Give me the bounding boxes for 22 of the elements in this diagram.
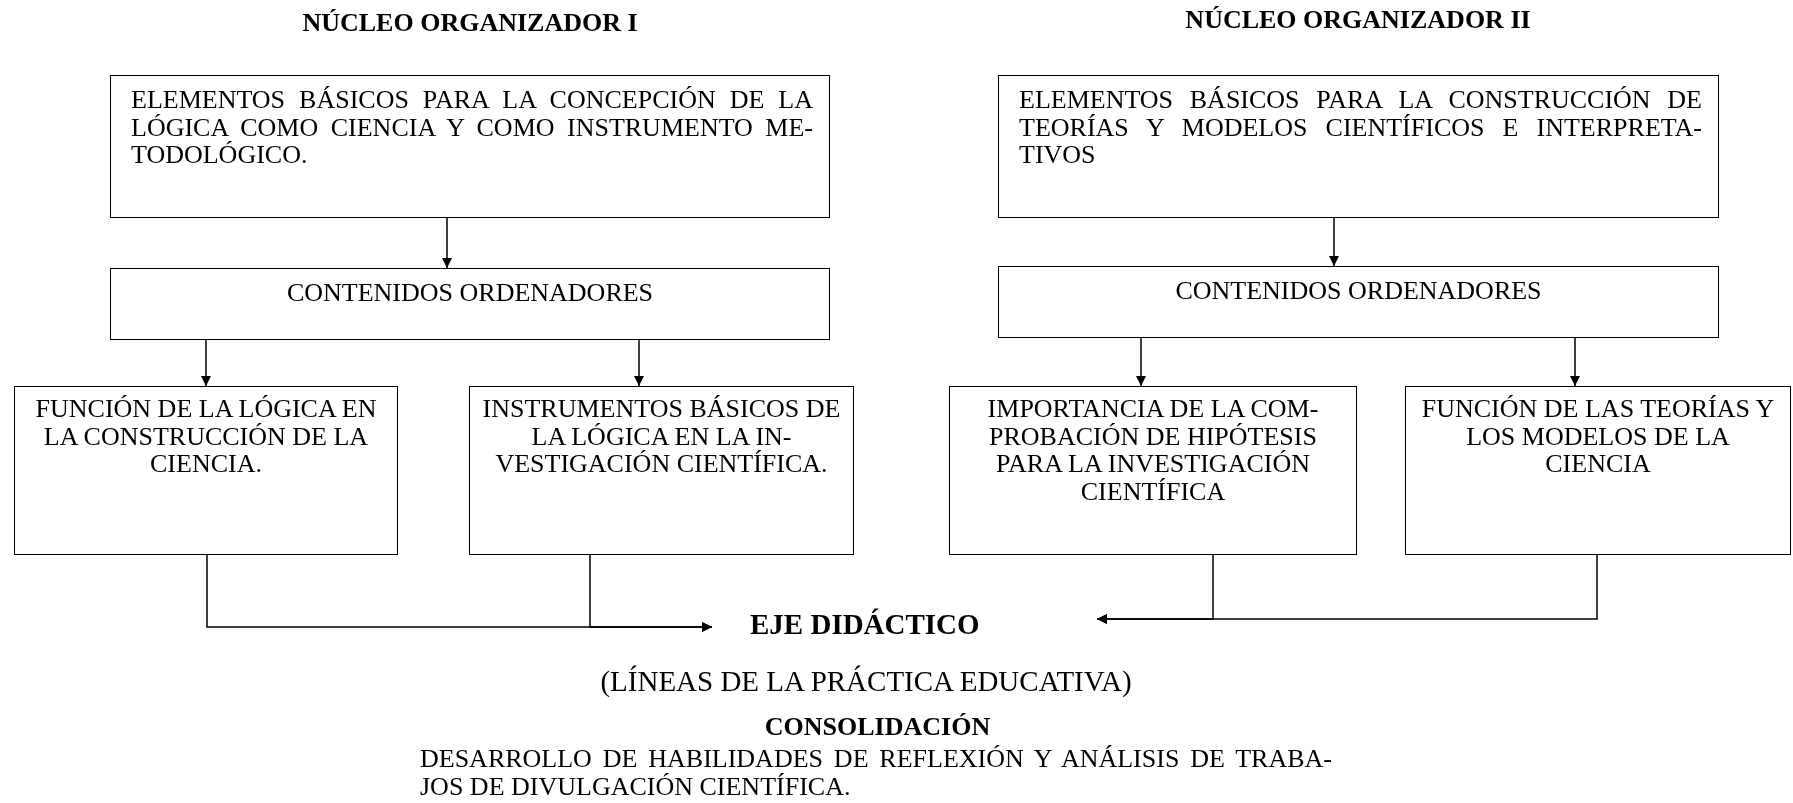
- arrow: [1329, 217, 1339, 267]
- text-box: FUNCIÓN DE LA LÓGICA EN LA CONSTRUCCIÓN DE LA CIENCIA.: [14, 386, 398, 555]
- arrow: [1096, 554, 1598, 624]
- heading: NÚCLEO ORGANIZADOR I: [301, 9, 639, 37]
- heading: NÚCLEO ORGANIZADOR II: [1184, 6, 1532, 34]
- text-box: ELEMENTOS BÁSICOS PARA LA CONSTRUCCIÓN DE TEORÍAS Y MODELOS CIENTÍFICOS E INTERPRETA-TIVOS: [998, 75, 1719, 218]
- text-box: CONTENIDOS ORDENADORES: [110, 268, 830, 340]
- subheading: (LÍNEAS DE LA PRÁCTICA EDUCATIVA): [599, 666, 1133, 697]
- arrow: [1136, 337, 1146, 387]
- text-box: INSTRUMENTOS BÁSICOS DE LA LÓGICA EN LA IN-VESTIGACIÓN CIENTÍFICA.: [469, 386, 854, 555]
- text-box: CONTENIDOS ORDENADORES: [998, 266, 1719, 338]
- arrow: [634, 339, 644, 387]
- arrow: [589, 554, 713, 632]
- text-box: IMPORTANCIA DE LA COM-PROBACIÓN DE HIPÓTESIS PARA LA INVESTIGACIÓN CIENTÍFICA: [949, 386, 1357, 555]
- text-box: ELEMENTOS BÁSICOS PARA LA CONCEPCIÓN DE LA LÓGICA COMO CIENCIA Y COMO INSTRUMENTO ME-TODOLÓGICO.: [110, 75, 830, 218]
- arrow: [442, 217, 452, 269]
- arrow: [201, 339, 211, 387]
- paragraph: DESARROLLO DE HABILIDADES DE REFLEXIÓN Y ANÁLISIS DE TRABA-JOS DE DIVULGACIÓN CIENTÍFICA.: [420, 745, 1332, 801]
- arrow: [1570, 337, 1580, 387]
- heading: CONSOLIDACIÓN: [763, 713, 992, 741]
- heading: EJE DIDÁCTICO: [750, 609, 980, 640]
- text-box: FUNCIÓN DE LAS TEORÍAS Y LOS MODELOS DE LA CIENCIA: [1405, 386, 1791, 555]
